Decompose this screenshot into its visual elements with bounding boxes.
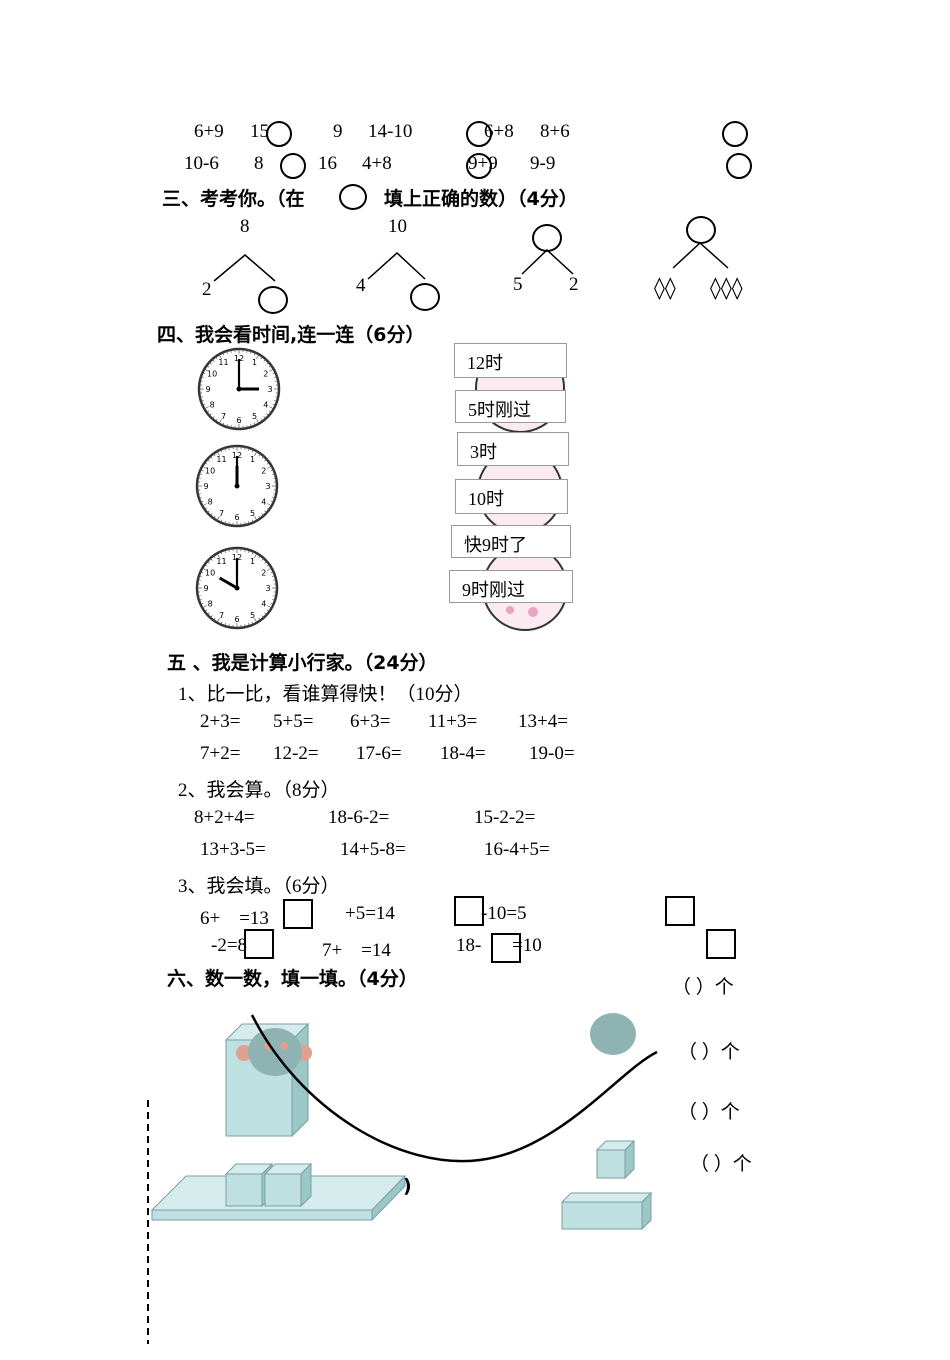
section-5-title: 五 、我是计算小行家。（24分） bbox=[167, 648, 438, 675]
diamond-shapes: ◊◊◊ bbox=[710, 276, 743, 301]
svg-text:2: 2 bbox=[261, 569, 266, 578]
svg-text:3: 3 bbox=[265, 584, 270, 593]
equation: 11+3= bbox=[428, 711, 477, 733]
equation: 13+4= bbox=[518, 711, 568, 733]
answer-circle[interactable] bbox=[532, 224, 562, 252]
equation: -2=8 bbox=[211, 935, 247, 957]
answer-circle[interactable] bbox=[686, 216, 716, 244]
solid-shapes-illustration bbox=[0, 960, 950, 1360]
equation: 8+2+4= bbox=[194, 807, 255, 829]
svg-text:8: 8 bbox=[208, 498, 213, 507]
svg-text:6: 6 bbox=[236, 416, 241, 425]
equation: 16-4+5= bbox=[484, 839, 550, 861]
svg-text:2: 2 bbox=[263, 370, 268, 379]
svg-text:11: 11 bbox=[218, 358, 228, 367]
equation: 18-4= bbox=[440, 743, 486, 765]
svg-text:10: 10 bbox=[205, 467, 215, 476]
equation: 13+3-5= bbox=[200, 839, 266, 861]
equation: 6+3= bbox=[350, 711, 390, 733]
equation: 7+2= bbox=[200, 743, 240, 765]
svg-text:6: 6 bbox=[234, 513, 239, 522]
time-label[interactable]: 12时 bbox=[454, 343, 567, 378]
time-label[interactable]: 3时 bbox=[457, 432, 569, 466]
equation: 12-2= bbox=[273, 743, 319, 765]
svg-text:1: 1 bbox=[252, 358, 257, 367]
svg-text:1: 1 bbox=[250, 455, 255, 464]
equation: +5=14 bbox=[345, 903, 395, 925]
equation: 2+3= bbox=[200, 711, 240, 733]
answer-circle[interactable] bbox=[258, 286, 288, 314]
time-label[interactable]: 10时 bbox=[455, 479, 568, 514]
equation: 7+ =14 bbox=[322, 935, 391, 962]
svg-text:8: 8 bbox=[208, 600, 213, 609]
equation: 5+5= bbox=[273, 711, 313, 733]
svg-text:8: 8 bbox=[210, 401, 215, 410]
time-label[interactable]: 9时刚过 bbox=[449, 570, 573, 603]
svg-text:3: 3 bbox=[265, 482, 270, 491]
answer-box[interactable] bbox=[706, 929, 736, 959]
svg-text:9: 9 bbox=[203, 482, 208, 491]
answer-box[interactable] bbox=[665, 896, 695, 926]
svg-text:9: 9 bbox=[205, 385, 210, 394]
equation: 18- bbox=[456, 935, 481, 957]
svg-text:4: 4 bbox=[263, 401, 268, 410]
equation: 18-6-2= bbox=[328, 807, 389, 829]
answer-box[interactable] bbox=[283, 899, 313, 929]
answer-box[interactable] bbox=[244, 929, 274, 959]
svg-text:10: 10 bbox=[207, 370, 217, 379]
number-bond-lines bbox=[0, 0, 950, 320]
part-3-title: 3、我会填。（6分） bbox=[178, 871, 340, 898]
answer-circle[interactable] bbox=[410, 283, 440, 311]
svg-text:6: 6 bbox=[234, 615, 239, 624]
svg-text:1: 1 bbox=[250, 557, 255, 566]
equation: 6+ =13 bbox=[200, 903, 269, 930]
diamond-shapes: ◊◊ bbox=[654, 276, 676, 301]
answer-box[interactable] bbox=[454, 896, 484, 926]
svg-text:4: 4 bbox=[261, 498, 266, 507]
equation: -10=5 bbox=[481, 903, 527, 925]
svg-text:10: 10 bbox=[205, 569, 215, 578]
svg-text:11: 11 bbox=[216, 557, 226, 566]
part-2-title: 2、我会算。（8分） bbox=[178, 775, 340, 802]
svg-text:3: 3 bbox=[267, 385, 272, 394]
time-label[interactable]: 5时刚过 bbox=[455, 390, 566, 423]
time-label[interactable]: 快9时了 bbox=[451, 525, 571, 558]
answer-box[interactable] bbox=[491, 933, 521, 963]
equation: 14+5-8= bbox=[340, 839, 406, 861]
section-4-title: 四、我会看时间,连一连（6分） bbox=[157, 320, 424, 347]
svg-text:9: 9 bbox=[203, 584, 208, 593]
equation: 17-6= bbox=[356, 743, 402, 765]
stray-paren: ) bbox=[403, 1175, 412, 1197]
svg-text:2: 2 bbox=[261, 467, 266, 476]
part-1-title: 1、比一比，看谁算得快！（10分） bbox=[178, 679, 473, 706]
svg-text:11: 11 bbox=[216, 455, 226, 464]
equation: 19-0= bbox=[529, 743, 575, 765]
svg-text:4: 4 bbox=[261, 600, 266, 609]
equation: 15-2-2= bbox=[474, 807, 535, 829]
